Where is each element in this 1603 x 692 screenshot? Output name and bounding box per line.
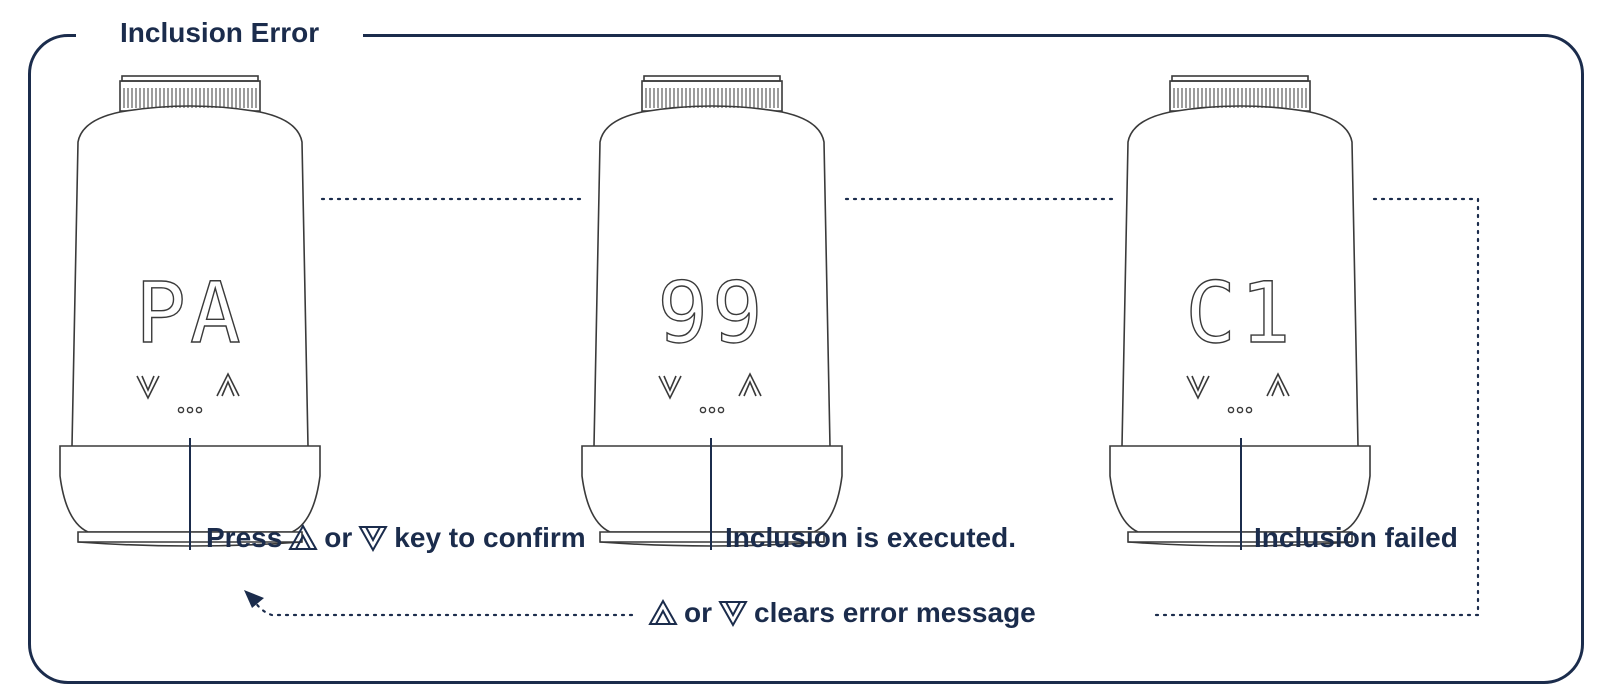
bottom-note-post: clears error message <box>754 597 1036 628</box>
caption-device-1: Press or key to confirm <box>206 521 586 555</box>
lcd-display: 99 <box>657 264 766 362</box>
three-dots-icon <box>699 406 725 414</box>
section-frame <box>28 34 1584 684</box>
up-arrow-icon <box>288 523 319 553</box>
three-dots-icon <box>177 406 203 414</box>
caption-pre: Press <box>206 522 283 553</box>
down-arrow-icon <box>358 523 389 553</box>
thermostat-device-2: 99 <box>581 75 843 547</box>
bottom-note: or clears error message <box>648 596 1036 630</box>
knurl-ring <box>645 88 779 108</box>
thermostat-device-1: PA <box>59 75 321 547</box>
caption-mid: or <box>324 522 353 553</box>
bottom-note-mid: or <box>684 597 712 628</box>
lcd-display: C1 <box>1185 264 1294 362</box>
down-arrow-icon <box>718 598 748 628</box>
three-dots-icon <box>1227 406 1253 414</box>
knurl-ring <box>1173 88 1307 108</box>
thermostat-device-3: C1 <box>1109 75 1371 547</box>
up-arrow-icon <box>648 598 678 628</box>
knurl-ring <box>123 88 257 108</box>
return-path-line <box>1154 197 1480 617</box>
return-arrowhead-icon <box>244 590 264 608</box>
caption-device-2: Inclusion is executed. <box>725 522 1016 553</box>
section-title: Inclusion Error <box>76 14 364 52</box>
return-path-line <box>253 600 274 617</box>
lcd-display: PA <box>135 264 244 362</box>
caption-device-3: Inclusion failed <box>1254 522 1458 553</box>
caption-post: key to confirm <box>394 522 586 553</box>
